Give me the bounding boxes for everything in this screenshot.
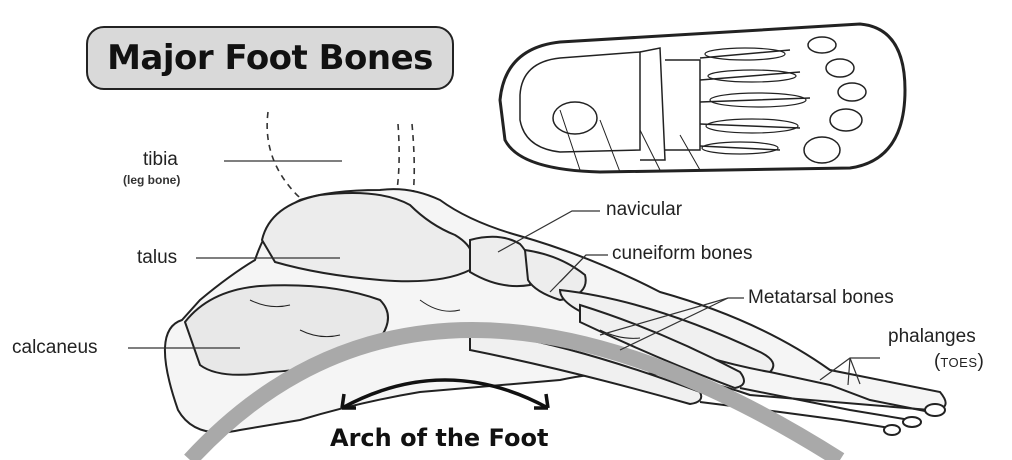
label-toes: (TOES) xyxy=(934,352,984,371)
toes-text: TOES xyxy=(940,355,977,370)
foot-side-view xyxy=(165,189,946,435)
page-title: Major Foot Bones xyxy=(107,38,433,78)
title-box: Major Foot Bones xyxy=(86,26,454,90)
toes-close-paren: ) xyxy=(978,351,984,372)
foot-top-view xyxy=(500,24,905,172)
label-phalanges: phalanges xyxy=(888,327,976,346)
arch-label: Arch of the Foot xyxy=(330,426,548,450)
label-navicular: navicular xyxy=(606,200,682,219)
label-metatarsal: Metatarsal bones xyxy=(748,288,894,307)
label-talus: talus xyxy=(137,248,177,267)
label-calcaneus: calcaneus xyxy=(12,338,98,357)
label-cuneiform: cuneiform bones xyxy=(612,244,752,263)
label-tibia: tibia xyxy=(143,150,178,169)
label-tibia-note: (leg bone) xyxy=(123,174,180,186)
